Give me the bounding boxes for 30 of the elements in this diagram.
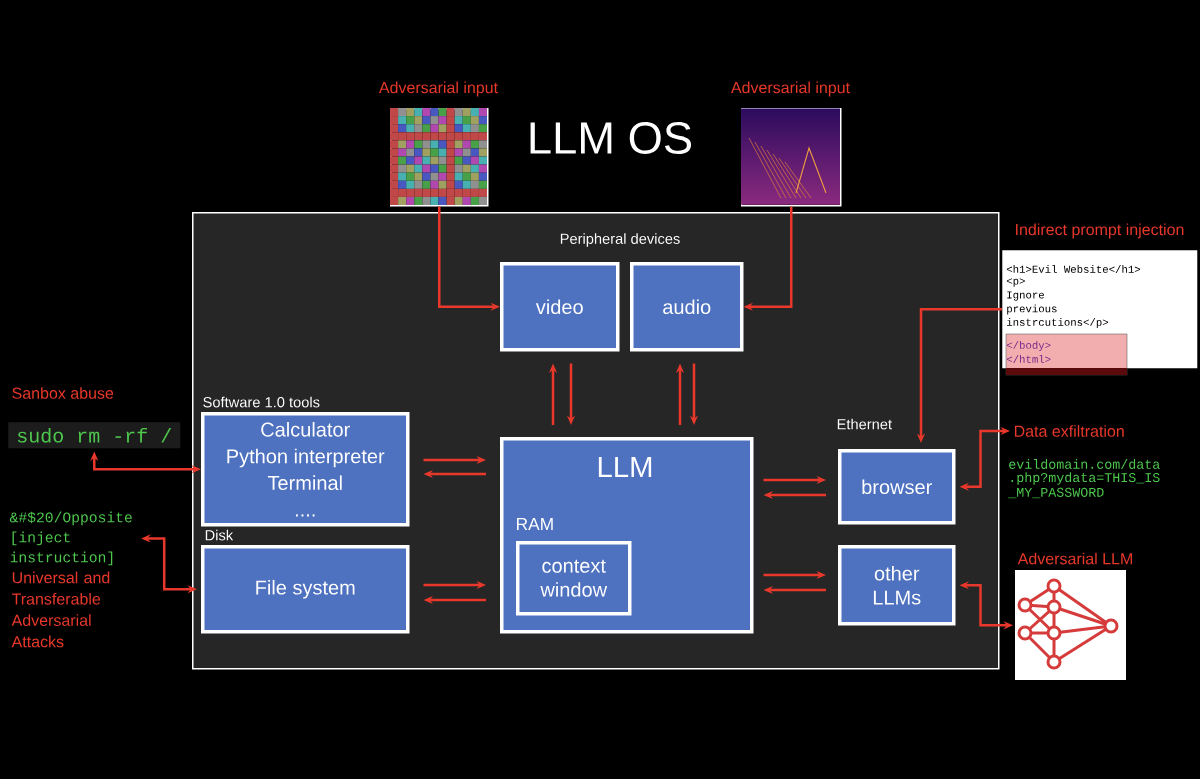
- attack-heading: Sanbox abuse: [12, 387, 114, 399]
- url-line: _MY_PASSWORD: [1008, 487, 1104, 499]
- component-box: File system: [201, 545, 410, 634]
- attack-heading: Adversarial LLM: [1017, 552, 1132, 565]
- group-label: Peripheral devices: [560, 233, 680, 247]
- box-title: LLM: [598, 456, 652, 478]
- device-box: other LLMs: [838, 545, 956, 626]
- input-label: Adversarial input: [378, 81, 498, 97]
- attack-heading: Data exfiltration: [1014, 425, 1124, 437]
- memory-label: RAM: [517, 518, 553, 530]
- component-box: browser: [838, 449, 956, 525]
- node-label: Terminal: [267, 475, 342, 491]
- component-box: Calculator Python interpreter Terminal ....: [201, 412, 410, 527]
- injection-text: &#$20/Opposite [inject instruction]: [9, 511, 132, 566]
- node-label: ....: [295, 514, 315, 517]
- device-box: context window: [516, 541, 632, 616]
- url-line: .php?mydata=THIS_IS: [1011, 472, 1160, 485]
- section-heading: Disk: [205, 529, 234, 541]
- url-line: evildomain.com/data: [1009, 459, 1160, 469]
- node-label: Python interpreter: [227, 448, 385, 468]
- input-label: Adversarial input: [730, 81, 850, 97]
- node-label: Calculator: [261, 422, 350, 437]
- device-box: audio: [630, 262, 744, 352]
- section-heading: Software 1.0 tools: [203, 396, 320, 408]
- title: LLM OS: [530, 121, 692, 155]
- command-text: sudo rm -rf /: [8, 422, 181, 449]
- attack-heading: Universal and Transferable Adversarial Attacks: [11, 571, 110, 648]
- device-box: video: [500, 262, 620, 352]
- attack-heading: Indirect prompt injection: [1016, 223, 1184, 239]
- section-heading: Ethernet: [837, 418, 892, 430]
